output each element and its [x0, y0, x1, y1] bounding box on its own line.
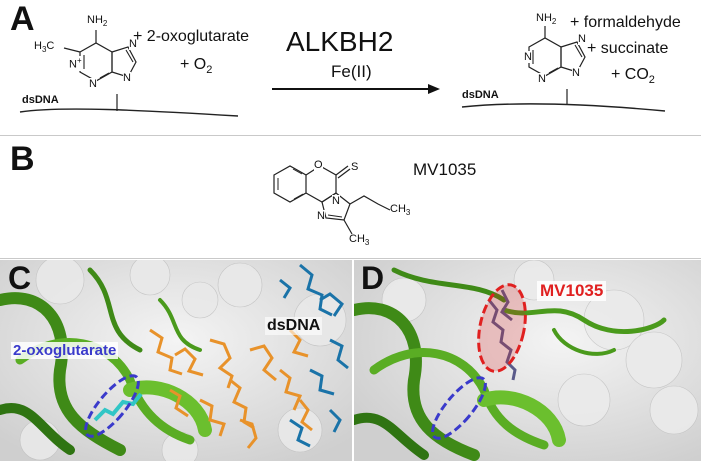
substrate-n3: N	[89, 78, 97, 90]
cosubstrate-label: 2-oxoglutarate	[11, 342, 119, 359]
substrate-nh2: NH2	[87, 14, 108, 29]
product-dna-strand	[461, 103, 666, 112]
separator-cd	[352, 259, 354, 461]
cosubstrate-line2: + O2	[180, 56, 213, 77]
substrate-dna-strand	[19, 108, 239, 117]
dna-bases	[279, 263, 349, 448]
compound-ligand	[487, 289, 517, 381]
product-n9: N	[572, 67, 580, 79]
compound-highlight	[477, 283, 527, 373]
substrate-methyl: H3C	[34, 40, 55, 55]
cosubstrate-highlight	[84, 374, 140, 438]
product-n3: N	[538, 73, 546, 85]
mv1035-ch3a: CH3	[390, 203, 411, 218]
dsdna-label: dsDNA	[265, 317, 323, 335]
product-n1: N	[524, 51, 532, 63]
cosubstrate-line1: + 2-oxoglutarate	[133, 28, 250, 45]
dna-backbone	[149, 328, 313, 449]
substrate-n9: N	[123, 72, 131, 84]
product-pyrimidine-ring	[528, 37, 562, 77]
substrate-n1: N+	[69, 56, 82, 71]
byproduct-line1: + formaldehyde	[570, 14, 681, 31]
panel-b-letter: B	[10, 140, 35, 178]
substrate-imidazole-ring	[111, 46, 137, 78]
protein-ribbon-d	[354, 267, 667, 461]
separator-bcd	[0, 258, 701, 259]
panel-c-render	[0, 260, 352, 461]
product-imidazole-ring	[560, 41, 586, 73]
compound-name: MV1035	[413, 160, 477, 179]
pocket-highlight	[431, 376, 487, 440]
panel-a-scheme	[19, 26, 666, 117]
substrate-n7: N	[129, 38, 137, 50]
mv1035-ch3b: CH3	[349, 233, 370, 248]
panel-d-render	[354, 260, 701, 461]
panel-d-letter: D	[361, 260, 385, 296]
byproduct-line2: + succinate	[587, 40, 669, 57]
panel-c-letter: C	[8, 260, 32, 296]
substrate-dna-label: dsDNA	[22, 94, 59, 106]
product-n7: N	[578, 33, 586, 45]
separator-ab	[0, 135, 701, 136]
enzyme-label: ALKBH2	[286, 26, 394, 57]
mv1035-n2: N	[317, 210, 325, 222]
product-dna-label: dsDNA	[462, 89, 499, 101]
panel-a-letter: A	[10, 0, 35, 38]
mv1035-n1: N	[332, 195, 340, 207]
cosubstrate-ligand	[93, 392, 143, 422]
substrate-pyrimidine-ring	[79, 42, 113, 82]
compound-label: MV1035	[537, 281, 607, 301]
mv1035-o: O	[314, 159, 323, 171]
product-nh2: NH2	[536, 12, 557, 27]
mv1035-structure	[273, 165, 391, 235]
byproduct-line3: + CO2	[611, 66, 655, 87]
cofactor-label: Fe(II)	[331, 62, 372, 81]
mv1035-s: S	[351, 161, 359, 173]
